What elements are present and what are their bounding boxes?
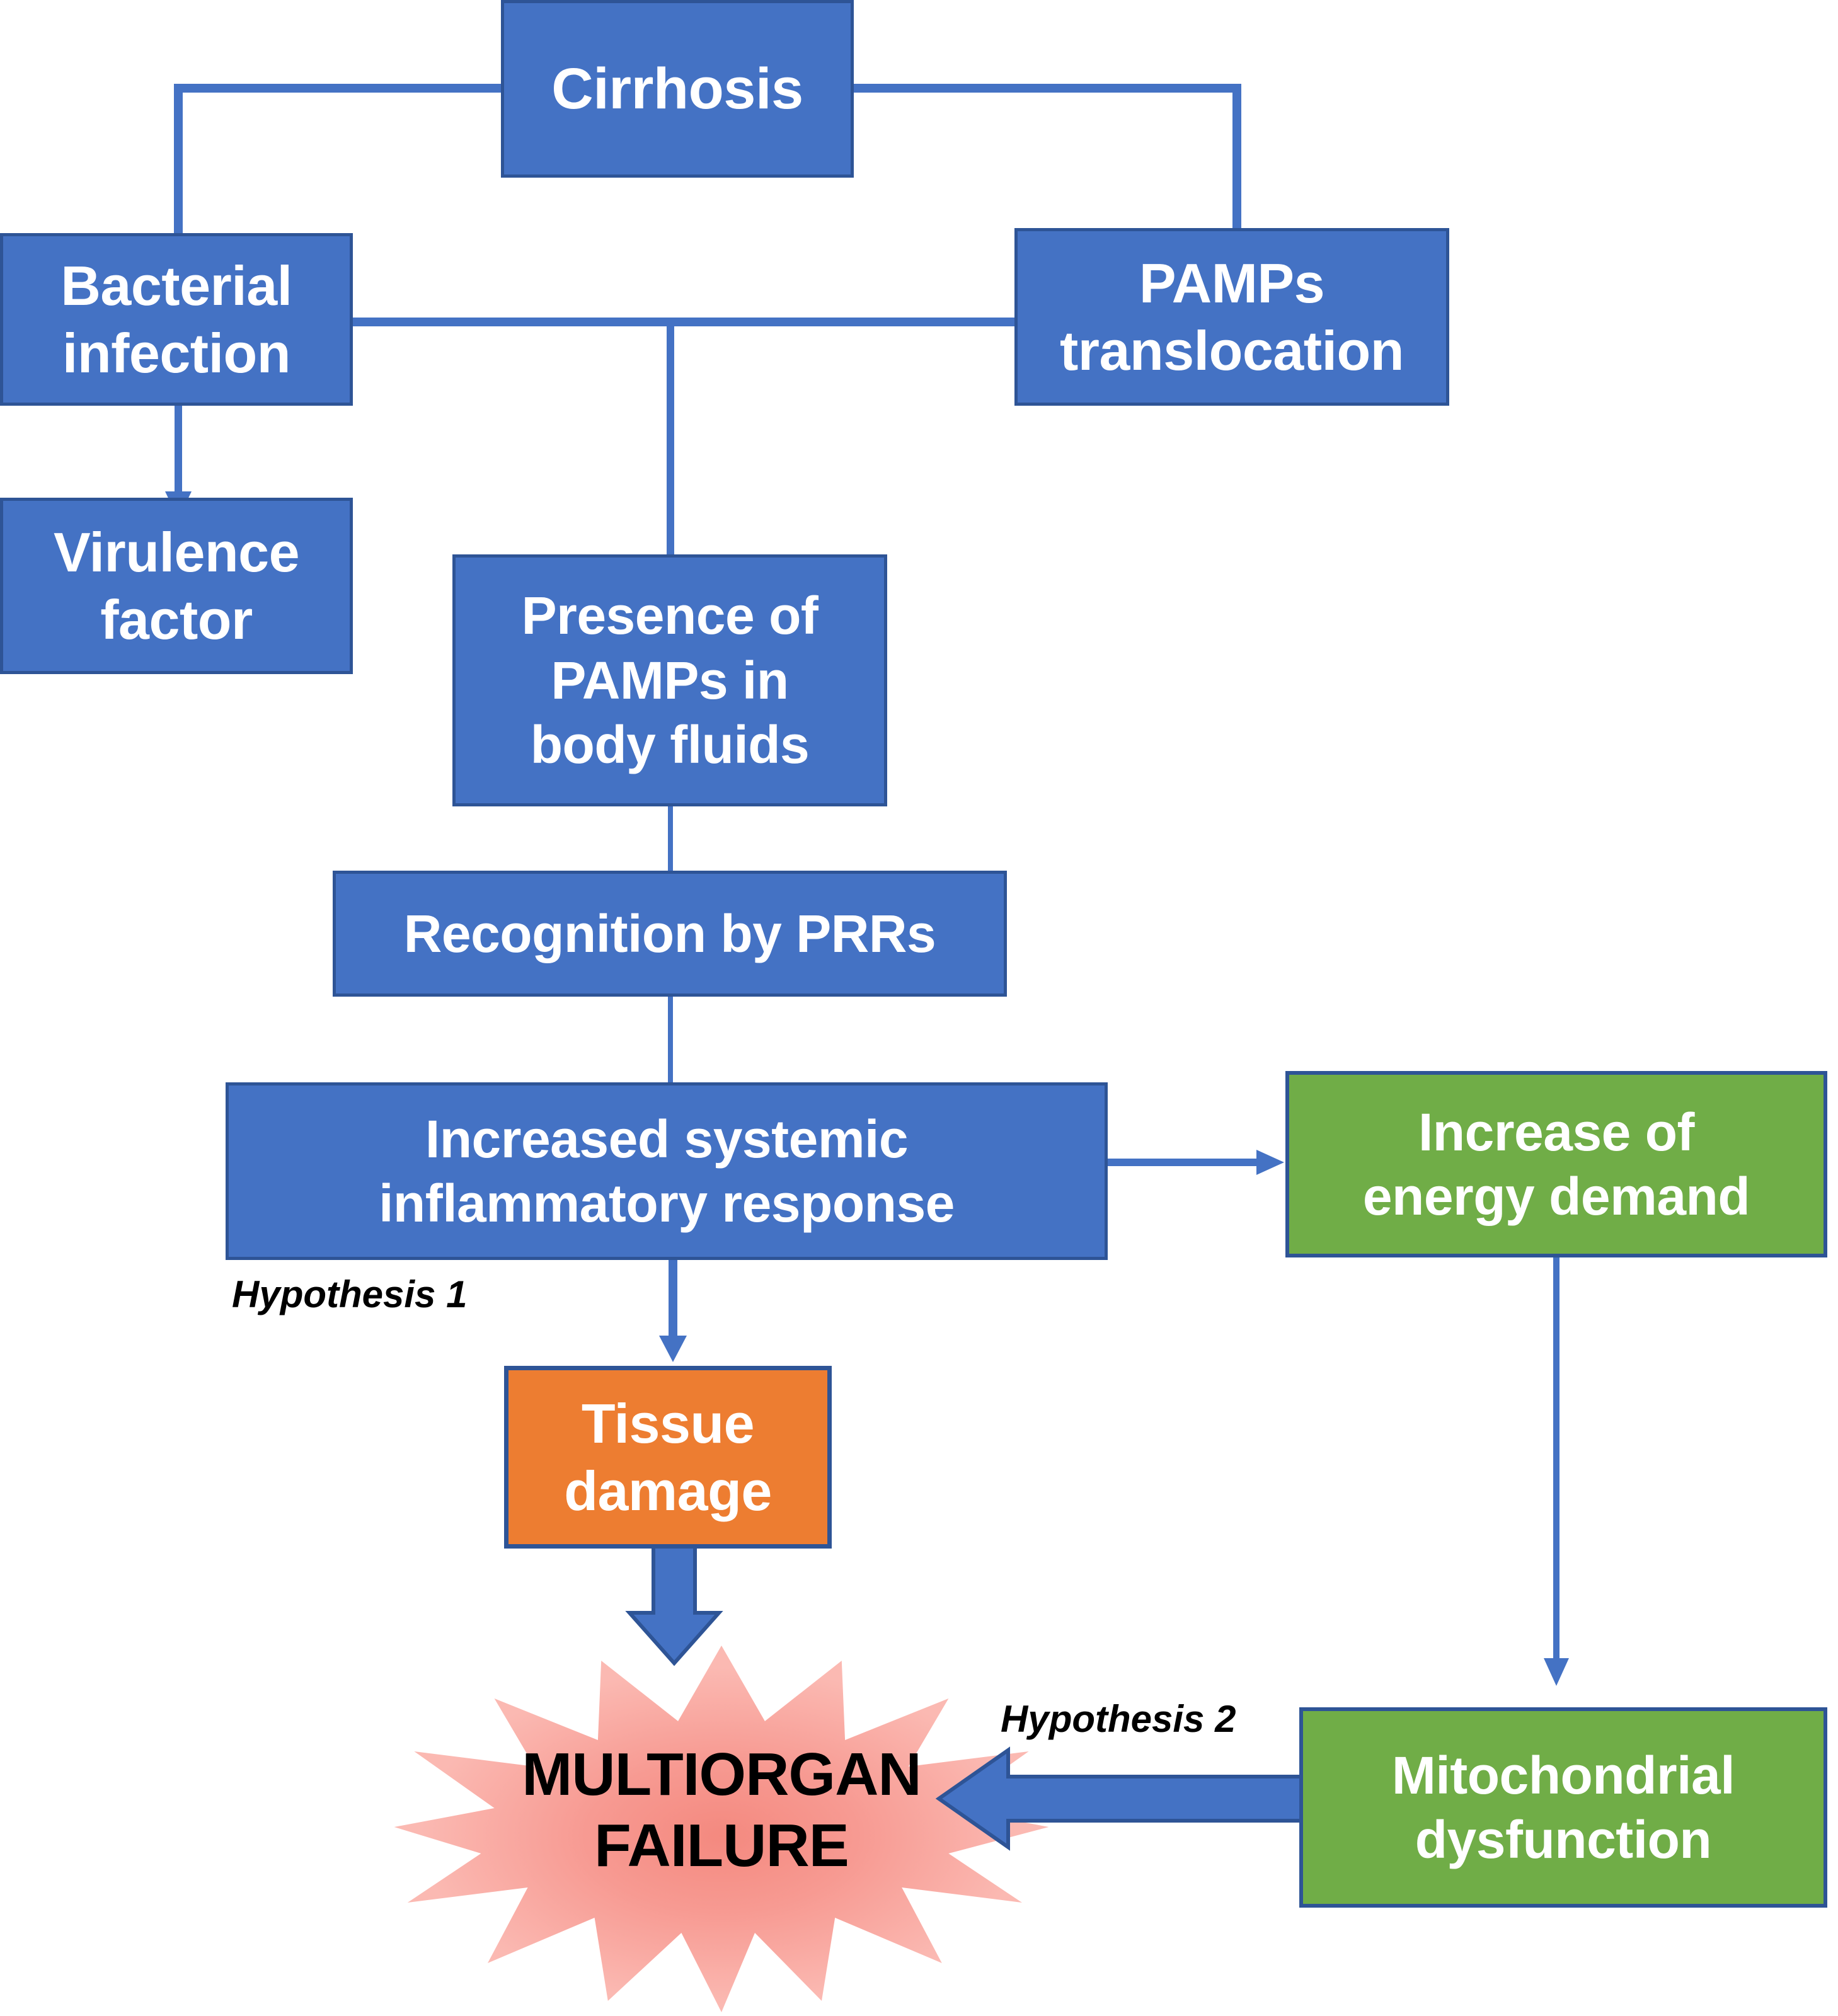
node-increase-of-energy-demand[interactable]: Increase of energy demand — [1285, 1071, 1827, 1257]
connector-cirrhosis-to-bacterial — [174, 84, 183, 237]
multiorgan-failure-label: MULTIORGAN FAILURE — [522, 1741, 921, 1880]
node-tissue-damage[interactable]: Tissue damage — [504, 1366, 832, 1549]
node-virulence-factor-label: Virulence factor — [53, 520, 300, 651]
connector-prr-to-inflammatory — [668, 994, 673, 1087]
node-recognition-by-prrs[interactable]: Recognition by PRRs — [333, 871, 1007, 997]
connector-cirrhosis-horizontal-left — [174, 84, 505, 93]
annotation-hypothesis-1: Hypothesis 1 — [232, 1273, 468, 1315]
node-bacterial-infection-label: Bacterial infection — [60, 254, 292, 384]
connector-cirrhosis-horizontal-right — [851, 84, 1241, 93]
arrow-bacterial-to-virulence — [158, 403, 202, 523]
connector-pamps-body-to-prr — [668, 805, 673, 874]
node-mitochondrial-dysfunction[interactable]: Mitochondrial dysfunction — [1299, 1707, 1827, 1908]
node-inflammatory-label: Increased systemic inflammatory response — [379, 1109, 955, 1233]
node-virulence-factor[interactable]: Virulence factor — [0, 498, 353, 674]
node-pamps-translocation[interactable]: PAMPs translocation — [1014, 228, 1449, 406]
node-cirrhosis[interactable]: Cirrhosis — [501, 0, 854, 178]
node-mitochondrial-dysfunction-label: Mitochondrial dysfunction — [1391, 1745, 1735, 1869]
node-pamps-translocation-label: PAMPs translocation — [1059, 251, 1404, 382]
multiorgan-failure-starburst — [388, 1638, 1055, 2016]
annotation-hypothesis-2: Hypothesis 2 — [1001, 1698, 1236, 1740]
node-pamps-in-body-fluids[interactable]: Presence of PAMPs in body fluids — [452, 554, 887, 806]
node-energy-demand-label: Increase of energy demand — [1362, 1102, 1750, 1226]
connector-cirrhosis-to-pamps-translocation — [1232, 84, 1241, 237]
arrow-tissue-to-multiorgan-failure — [614, 1535, 734, 1670]
node-recognition-by-prrs-label: Recognition by PRRs — [403, 903, 936, 963]
connector-to-pamps-body-fluids — [667, 318, 674, 558]
connector-bacterial-to-pamps-translocation — [350, 318, 1017, 326]
arrow-energy-to-mitochondrial — [1531, 1255, 1582, 1690]
node-cirrhosis-label: Cirrhosis — [551, 56, 803, 121]
node-tissue-damage-label: Tissue damage — [564, 1392, 772, 1522]
node-bacterial-infection[interactable]: Bacterial infection — [0, 233, 353, 406]
node-increased-systemic-inflammatory-response[interactable]: Increased systemic inflammatory response — [226, 1082, 1108, 1260]
node-pamps-in-body-fluids-label: Presence of PAMPs in body fluids — [521, 586, 818, 775]
arrow-inflammatory-to-tissue — [648, 1235, 698, 1367]
arrow-inflammatory-to-energy — [1106, 1137, 1295, 1188]
